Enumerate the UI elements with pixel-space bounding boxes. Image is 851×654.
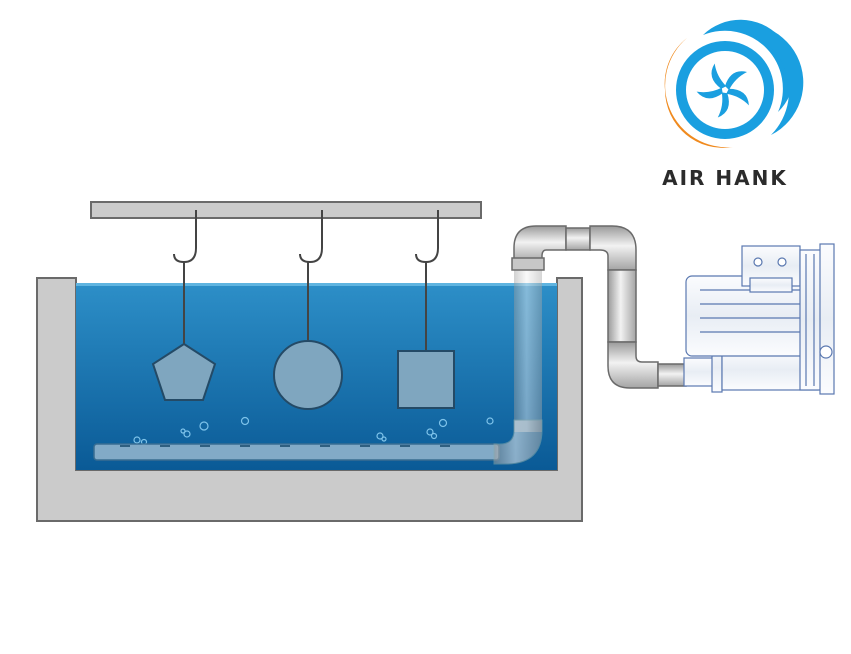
pentagon-part xyxy=(151,342,217,401)
air-hank-logo xyxy=(664,19,804,148)
ring-blower xyxy=(683,243,835,395)
circle-part xyxy=(273,340,343,410)
hook-2 xyxy=(299,210,323,342)
air-pipe xyxy=(493,225,687,465)
overhead-rail xyxy=(90,201,482,219)
diffuser-pipe xyxy=(93,443,500,461)
water-surface xyxy=(76,283,557,286)
square-part xyxy=(397,350,455,409)
fan-icon xyxy=(696,63,749,118)
hook-1 xyxy=(173,210,197,345)
logo-blue-swoosh-outer xyxy=(718,23,804,135)
air-bubbles xyxy=(133,416,494,446)
brand-name: AIR HANK xyxy=(662,166,788,190)
logo-ring xyxy=(676,41,774,139)
hook-3 xyxy=(415,210,439,351)
